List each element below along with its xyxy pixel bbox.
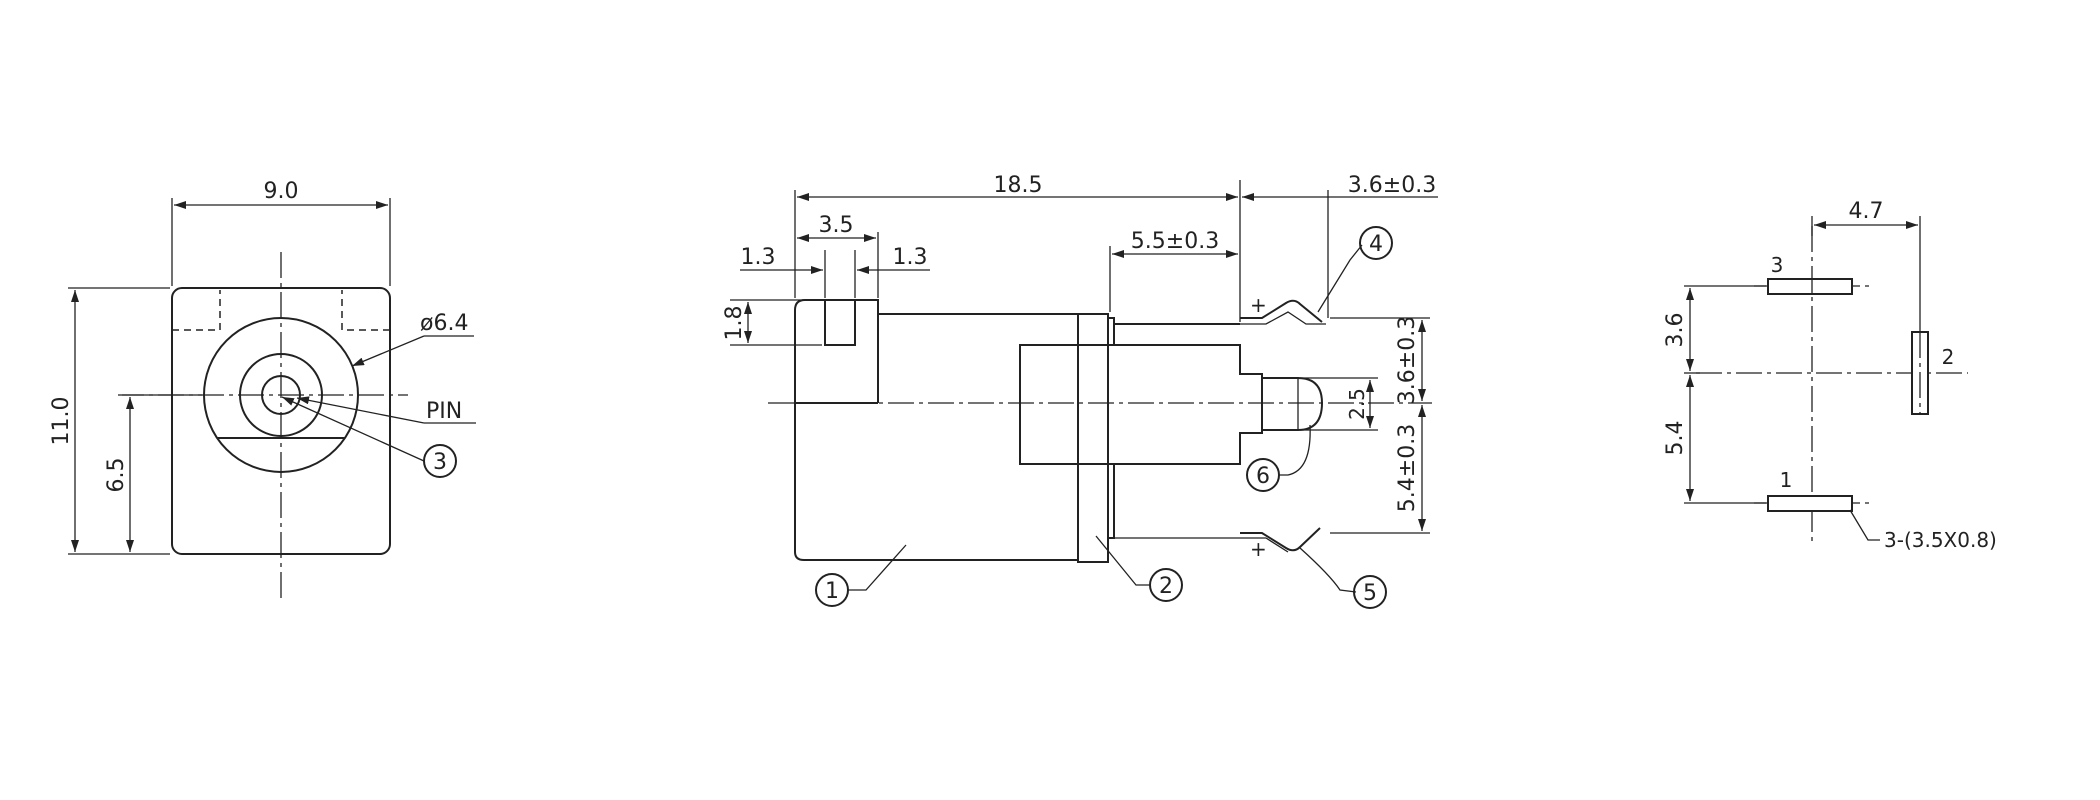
- side-rear-section: [1019, 344, 1263, 465]
- side-upper-terminal-value: 3.6±0.3: [1395, 316, 1420, 404]
- pad-note: 3-(3.5X0.8): [1884, 528, 1997, 552]
- callout-3-number: 3: [433, 450, 447, 475]
- front-width-value: 9.0: [264, 179, 299, 204]
- front-view: 9.0 11.0 6.5 ø6.4 PIN 3: [49, 179, 476, 598]
- side-pin-height-value: 2.5: [1345, 388, 1369, 420]
- lower-plus-mark: +: [1250, 537, 1267, 561]
- callout-2-circle: [1149, 568, 1183, 602]
- callout-4-circle: [1359, 226, 1393, 260]
- callout-1-number: 1: [825, 579, 839, 604]
- diameter-leader-slant: [351, 335, 425, 367]
- side-front-section-value: 3.5: [819, 213, 854, 238]
- callout-2-number: 2: [1159, 574, 1173, 599]
- lower-terminal-spring-inner: [1114, 537, 1289, 553]
- pad-note-leader: [1849, 509, 1880, 541]
- front-center-height-value: 6.5: [104, 458, 129, 493]
- callout-4-leader: [1317, 244, 1363, 313]
- side-flange: [1077, 313, 1109, 563]
- front-height-value: 11.0: [49, 397, 74, 446]
- side-right-offset-value: 1.3: [893, 245, 928, 270]
- side-top-height-value: 1.8: [722, 306, 747, 341]
- upper-plus-mark: +: [1250, 293, 1267, 317]
- side-upper-frame: [1108, 317, 1240, 345]
- side-lower-terminal-value: 5.4±0.3: [1395, 424, 1420, 512]
- pad-2-label: 2: [1942, 345, 1955, 369]
- front-hidden-slot-right: [341, 290, 390, 331]
- pin-leader-slant: [296, 396, 425, 424]
- pad-3-label: 3: [1771, 253, 1784, 277]
- side-length-value: 18.5: [994, 173, 1043, 198]
- front-diameter-value: ø6.4: [420, 311, 468, 336]
- front-hidden-slot-left: [172, 290, 221, 331]
- pad-3: [1767, 278, 1853, 295]
- upper-terminal-spring-inner: [1240, 311, 1326, 325]
- side-left-offset-value: 1.3: [741, 245, 776, 270]
- pad-1: [1767, 495, 1853, 512]
- side-pin-tip: [1262, 377, 1324, 431]
- callout-2-leader: [1095, 535, 1150, 586]
- callout-3-leader: [281, 396, 425, 462]
- footprint-horizontal-value: 4.7: [1849, 199, 1884, 224]
- upper-terminal-spring: [1240, 299, 1323, 323]
- callout-5-circle: [1353, 575, 1387, 609]
- callout-1-circle: [815, 573, 849, 607]
- callout-3-circle: [423, 444, 457, 478]
- footprint-view: 3 1 2 4.7 3.6 5.4 3-(3.5X0.8): [1663, 199, 1997, 552]
- side-view: + + 18.5 3.6±0.3 3.5 1.3 1.3 5.5±0.3 1.8: [722, 173, 1438, 609]
- callout-6-leader: [1278, 424, 1311, 476]
- side-rear-section-value: 5.5±0.3: [1131, 229, 1219, 254]
- callout-5-leader: [1299, 547, 1357, 593]
- pad-1-label: 1: [1780, 468, 1793, 492]
- side-main-body: [794, 299, 1079, 561]
- callout-6-number: 6: [1256, 464, 1270, 489]
- callout-6-circle: [1246, 458, 1280, 492]
- footprint-upper-value: 3.6: [1663, 313, 1688, 348]
- callout-5-number: 5: [1363, 581, 1377, 606]
- side-front-notch: [824, 299, 856, 346]
- callout-1-leader: [848, 544, 907, 591]
- side-terminal-extension-value: 3.6±0.3: [1348, 173, 1436, 198]
- lower-terminal-spring: [1240, 527, 1321, 552]
- callout-4-number: 4: [1369, 232, 1383, 257]
- footprint-lower-value: 5.4: [1663, 421, 1688, 456]
- pin-label: PIN: [426, 399, 462, 424]
